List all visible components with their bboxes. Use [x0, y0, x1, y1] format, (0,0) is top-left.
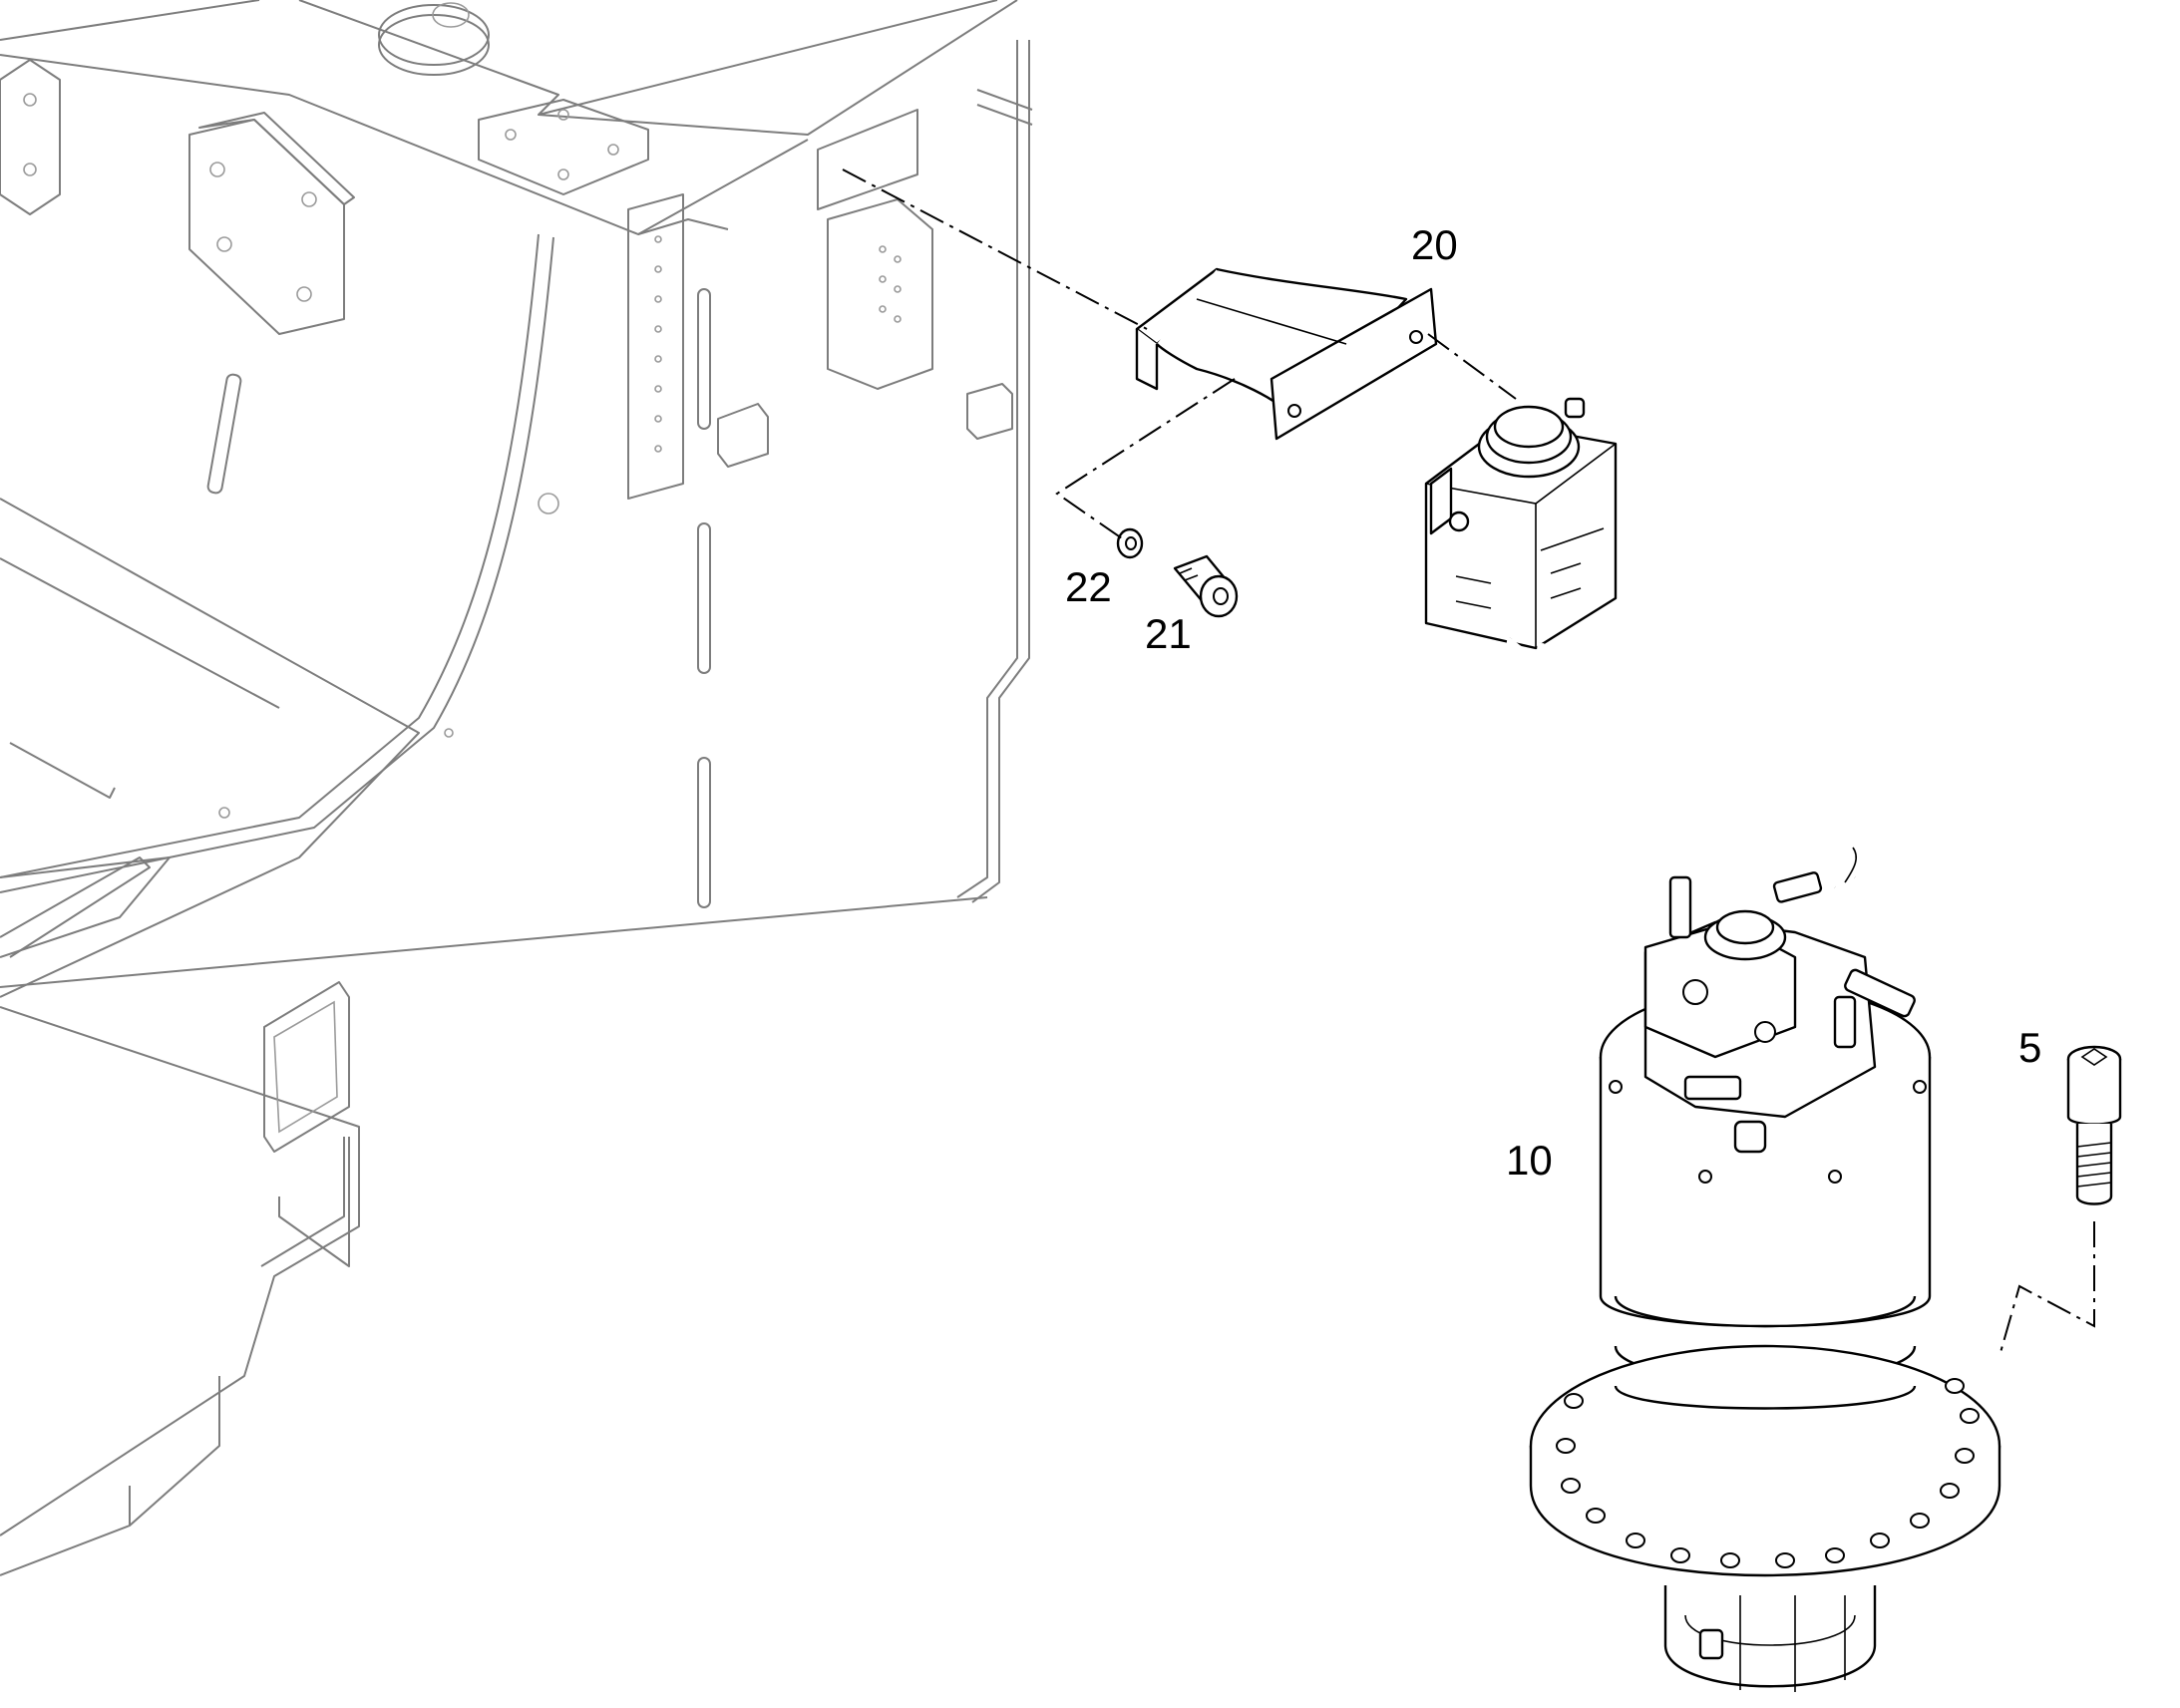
bracket-part-20 [1135, 267, 1438, 441]
mounting-flange [1529, 1344, 2001, 1577]
oil-reservoir [1424, 397, 1618, 650]
callout-22: 22 [1065, 563, 1112, 610]
swing-drive-part-10 [1424, 397, 2001, 1692]
callout-5: 5 [2018, 1024, 2042, 1071]
callout-20: 20 [1411, 221, 1458, 268]
callout-21: 21 [1145, 610, 1192, 657]
callout-10: 10 [1506, 1137, 1553, 1184]
flange-bolt-holes [1556, 1378, 1980, 1568]
hose-fittings [1668, 871, 1916, 1154]
screw-part-21 [1173, 554, 1239, 618]
pinion-housing [1663, 1585, 1877, 1692]
washer-part-22 [1116, 527, 1144, 559]
bolt-part-5 [2066, 1045, 2122, 1205]
leader-lines [842, 169, 2095, 1357]
hydraulic-motor [1599, 871, 1932, 1381]
hoses [1503, 637, 1857, 891]
machine-frame [0, 0, 1033, 1576]
